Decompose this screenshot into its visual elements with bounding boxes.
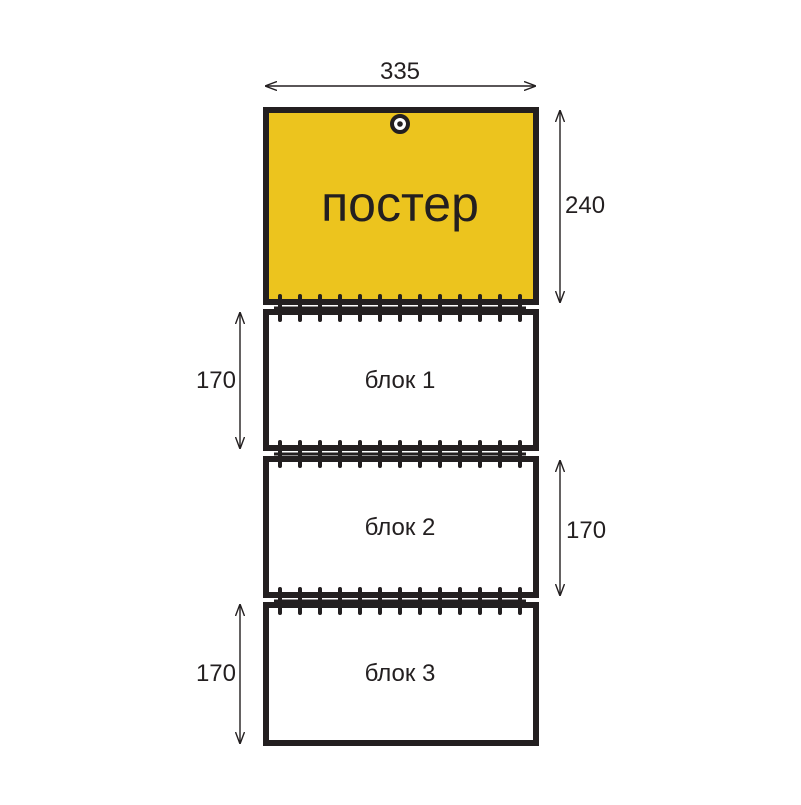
poster-label: постер [321, 176, 479, 232]
spiral-binding-2 [274, 440, 526, 468]
poster-height-dimension: 240 [560, 111, 605, 302]
block-3-height-dimension: 170 [196, 605, 240, 743]
block-1: блок 1 [263, 309, 539, 451]
block-1-height-label: 170 [196, 367, 236, 394]
spiral-binding-3 [274, 587, 526, 615]
block-2-label: блок 2 [365, 514, 436, 541]
block-2: блок 2 [263, 456, 539, 598]
block-3-label: блок 3 [365, 660, 436, 687]
hanging-hole-icon [390, 114, 410, 134]
width-dimension: 335 [266, 58, 535, 86]
block-2-height-dimension: 170 [560, 461, 606, 595]
block-3: блок 3 [263, 602, 539, 746]
width-dimension-label: 335 [380, 58, 420, 85]
block-1-label: блок 1 [365, 367, 436, 394]
poster-height-label: 240 [565, 192, 605, 219]
block-1-height-dimension: 170 [196, 313, 240, 448]
spiral-binding-1 [274, 294, 526, 322]
poster: постер [263, 107, 539, 305]
block-3-height-label: 170 [196, 660, 236, 687]
block-2-height-label: 170 [566, 517, 606, 544]
